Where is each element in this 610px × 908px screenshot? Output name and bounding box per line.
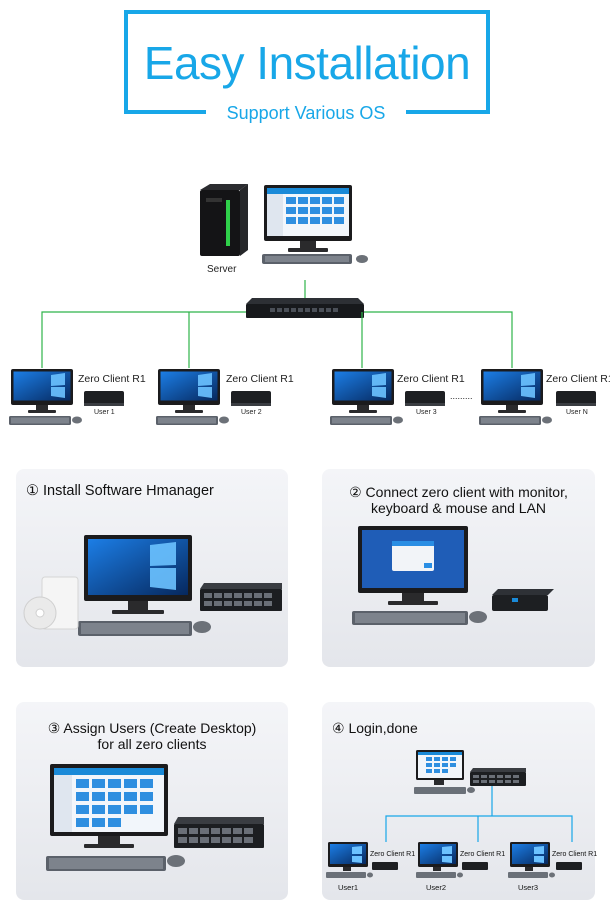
client-2-zero-client-icon [231, 391, 271, 406]
step-3-title-line1: ③ Assign Users (Create Desktop) [47, 720, 257, 736]
software-disc-icon [23, 576, 79, 630]
server-label: Server [207, 264, 237, 275]
client-2-keyboard-icon [156, 416, 229, 425]
client-n-zero-client-icon [556, 391, 596, 406]
keyboard-icon [46, 855, 185, 871]
client-2-device-label: Zero Client R1 [226, 373, 294, 385]
step-4-client-3-device-label: Zero Client R1 [552, 851, 598, 858]
client-1-user-label: User 1 [94, 409, 115, 416]
step-4-illustration [326, 750, 582, 878]
client-3-keyboard-icon [330, 416, 403, 425]
client-n-keyboard-icon [479, 416, 552, 425]
management-monitor-icon [50, 764, 168, 848]
client-3-set-icon [508, 842, 582, 878]
rack-server-icon [174, 817, 264, 848]
keyboard-icon [78, 621, 211, 636]
server-monitor-icon [414, 750, 475, 794]
step-4-client-1-user-label: User1 [338, 883, 359, 892]
step-2-illustration [352, 526, 554, 625]
step-3-panel: ③ Assign Users (Create Desktop) for all … [16, 702, 288, 900]
client-3-device-label: Zero Client R1 [397, 373, 465, 385]
client-3-user-label: User 3 [416, 409, 437, 416]
client-2-monitor-icon [158, 369, 220, 413]
step-1-panel: ① Install Software Hmanager [16, 469, 288, 667]
client-2-set-icon [416, 842, 488, 878]
step-1-title: ① Install Software Hmanager [26, 483, 214, 499]
step-4-panel: ④ Login,done [322, 702, 598, 900]
client-n-device-label: Zero Client R1 [546, 373, 610, 385]
zero-client-device-icon [492, 589, 554, 611]
page-subtitle: Support Various OS [206, 102, 406, 124]
ellipsis-separator: ......... [450, 391, 473, 401]
server-tower-icon [200, 184, 248, 256]
title-frame: Easy Installation [124, 10, 490, 114]
client-1-device-label: Zero Client R1 [78, 373, 146, 385]
client-1-monitor-icon [11, 369, 73, 413]
client-monitor-icon [358, 526, 468, 605]
step-4-client-2-device-label: Zero Client R1 [460, 851, 506, 858]
network-diagram: Server Zero Client R1 User 1 Zero Client… [0, 170, 610, 440]
rack-server-icon [470, 768, 526, 786]
step-2-title-line2: keyboard & mouse and LAN [370, 500, 547, 516]
client-n-monitor-icon [481, 369, 543, 413]
network-switch-icon [246, 298, 364, 318]
step-4-client-1-device-label: Zero Client R1 [370, 851, 416, 858]
client-3-zero-client-icon [405, 391, 445, 406]
step-4-title: ④ Login,done [332, 720, 418, 736]
step-4-client-2-user-label: User2 [426, 883, 447, 892]
client-2-user-label: User 2 [241, 409, 262, 416]
network-links [385, 786, 573, 842]
desktop-monitor-icon [84, 535, 192, 614]
step-4-client-3-user-label: User3 [518, 883, 539, 892]
server-monitor-icon [262, 185, 368, 264]
step-3-illustration [46, 764, 264, 871]
network-diagram-graphic [9, 184, 596, 425]
step-2-panel: ② Connect zero client with monitor, keyb… [322, 469, 595, 667]
client-1-set-icon [326, 842, 398, 878]
client-1-zero-client-icon [84, 391, 124, 406]
step-1-illustration [23, 535, 282, 636]
network-links [41, 311, 513, 368]
client-3-monitor-icon [332, 369, 394, 413]
rack-server-icon [200, 583, 282, 611]
keyboard-icon [352, 611, 487, 625]
page-title: Easy Installation [143, 37, 471, 89]
client-1-keyboard-icon [9, 416, 82, 425]
client-n-user-label: User N [566, 409, 588, 416]
step-3-title-line2: for all zero clients [97, 736, 207, 752]
step-2-title-line1: ② Connect zero client with monitor, [349, 484, 568, 500]
